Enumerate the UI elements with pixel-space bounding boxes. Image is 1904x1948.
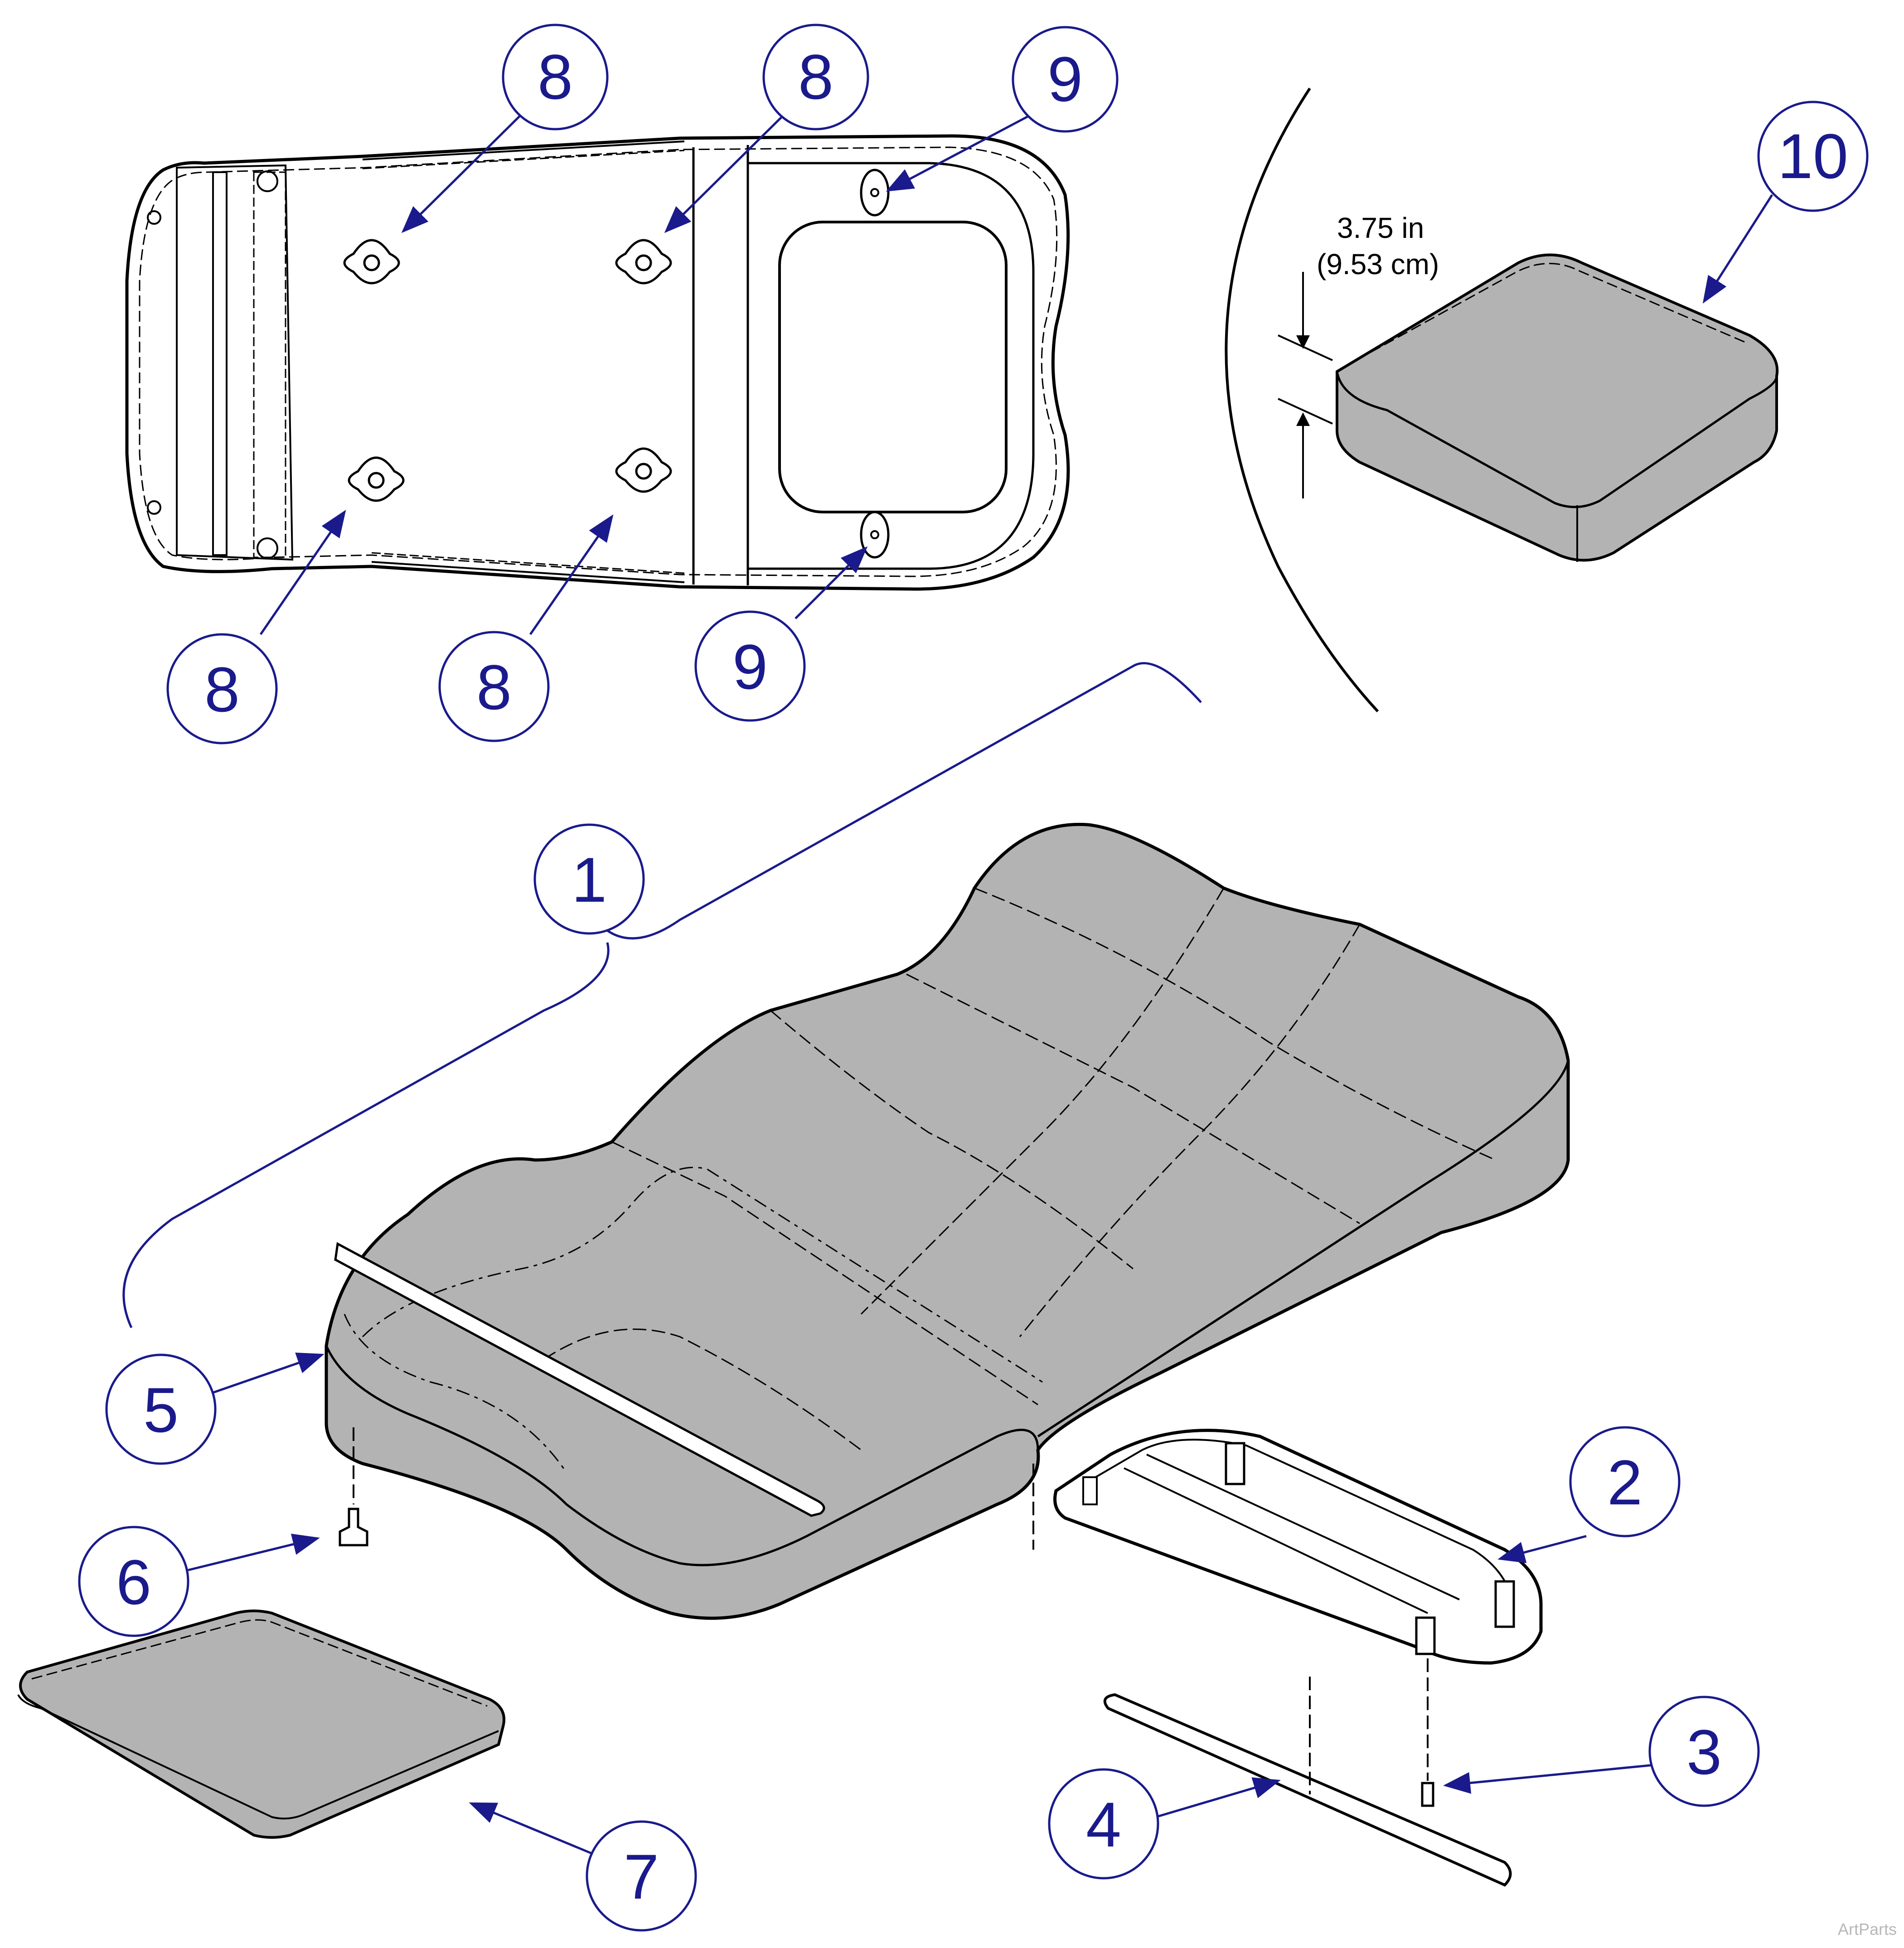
- callout-8-top-right: 8: [762, 24, 869, 131]
- callout-6: 6: [78, 1526, 189, 1637]
- headrest-base: [1053, 1429, 1543, 1665]
- callout-label: 3: [1686, 1716, 1722, 1788]
- callout-label: 2: [1607, 1447, 1642, 1518]
- screw-6: [339, 1427, 368, 1547]
- callout-3: 3: [1648, 1696, 1760, 1807]
- dimension-imperial: 3.75 in: [1337, 212, 1424, 244]
- callout-label: 4: [1086, 1789, 1121, 1860]
- callout-1: 1: [533, 823, 645, 935]
- callout-2: 2: [1569, 1426, 1681, 1537]
- screw-3: [1421, 1658, 1434, 1807]
- callout-label: 8: [538, 41, 573, 112]
- callout-label: 1: [572, 844, 607, 915]
- callout-7: 7: [586, 1820, 697, 1932]
- seat-frame-underside: [125, 134, 1070, 591]
- dimension-metric: (9.53 cm): [1317, 248, 1439, 280]
- watermark: ArtParts: [1838, 1920, 1897, 1938]
- mount-nut-8d: [615, 447, 672, 493]
- cushion-detail: 3.75 in (9.53 cm): [1225, 87, 1779, 713]
- callout-9-top: 9: [1012, 26, 1119, 133]
- callout-8-bottom-left: 8: [166, 633, 278, 744]
- callout-5: 5: [105, 1353, 217, 1465]
- callout-10: 10: [1757, 101, 1869, 212]
- mount-plate-9b: [860, 511, 890, 559]
- callout-label: 8: [476, 652, 512, 723]
- callout-label: 5: [143, 1374, 179, 1445]
- callout-label: 7: [624, 1841, 659, 1912]
- callout-label: 9: [732, 631, 768, 702]
- mount-nut-8c: [348, 456, 405, 502]
- callout-9-bottom: 9: [694, 610, 806, 722]
- armrest-pad: [17, 1610, 505, 1839]
- callout-label: 8: [798, 41, 833, 112]
- callout-label: 6: [116, 1547, 151, 1618]
- callout-label: 8: [204, 654, 240, 725]
- mount-plate-9a: [860, 169, 890, 217]
- callout-8-bottom-right: 8: [438, 631, 550, 742]
- support-rod: [1103, 1677, 1512, 1887]
- leader-lines: [122, 107, 1773, 1855]
- callout-label: 10: [1778, 121, 1848, 192]
- seat-cushion-assembly: [325, 822, 1570, 1620]
- callout-8-top-left: 8: [502, 24, 609, 131]
- mount-nut-8b: [615, 239, 672, 285]
- mount-nut-8a: [343, 239, 400, 285]
- callout-4: 4: [1048, 1768, 1159, 1880]
- callout-label: 9: [1047, 44, 1083, 115]
- trim-strip: [334, 1242, 825, 1517]
